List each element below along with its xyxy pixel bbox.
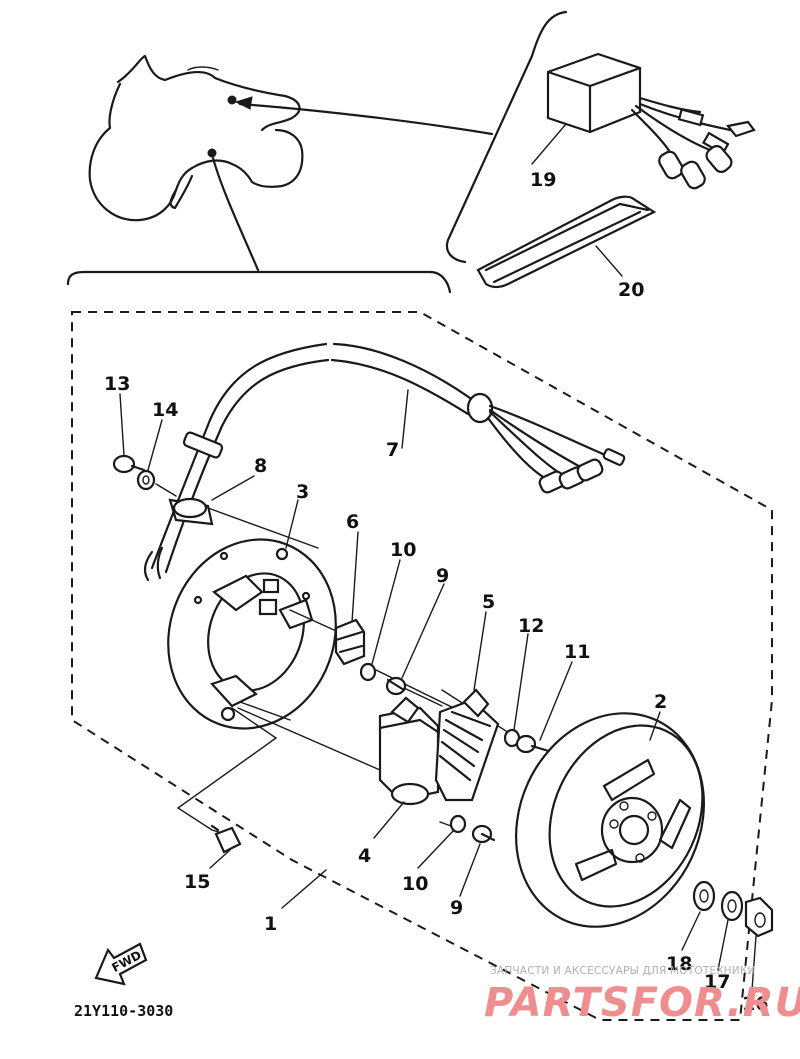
screw-9-lower — [471, 824, 496, 844]
screw-13 — [112, 454, 146, 474]
callout-4: 4 — [358, 845, 371, 867]
callout-5: 5 — [482, 591, 495, 613]
inset-border — [445, 10, 568, 264]
cdi-unit — [546, 52, 756, 190]
callout-8: 8 — [254, 455, 267, 477]
watermark-tagline: ЗАПЧАСТИ И АКСЕССУАРЫ ДЛЯ МОТОТЕХНИКИ — [490, 965, 756, 977]
flywheel-rotor — [515, 712, 705, 928]
locator-leader-lower — [211, 156, 260, 272]
forward-direction-arrow: FWD — [94, 942, 148, 986]
motorcycle-outline — [88, 54, 304, 222]
pickup-coil — [334, 618, 366, 666]
source-coil — [378, 696, 440, 806]
stator-plate — [167, 538, 337, 730]
washer-10-lower — [449, 814, 467, 834]
watermark-brand: PARTSFOR.RU — [484, 980, 800, 1026]
callout-13: 13 — [104, 373, 130, 395]
callout-14: 14 — [152, 399, 178, 421]
washer-14 — [136, 469, 156, 491]
clamp — [168, 497, 214, 526]
callout-12: 12 — [518, 615, 544, 637]
callout-9-lower: 9 — [450, 897, 463, 919]
callout-20: 20 — [618, 279, 644, 301]
callout-9-upper: 9 — [436, 565, 449, 587]
diagram-code: 21Y110-3030 — [74, 1002, 173, 1020]
screw-15 — [210, 824, 242, 854]
callout-3: 3 — [296, 481, 309, 503]
washer-10-upper — [359, 662, 377, 682]
screw-11 — [515, 734, 554, 754]
callout-6: 6 — [346, 511, 359, 533]
charging-coil — [434, 688, 500, 802]
washer-18 — [692, 880, 716, 912]
lock-washer-17 — [720, 890, 744, 922]
screw-9-upper — [385, 676, 407, 696]
callout-10-upper: 10 — [390, 539, 416, 561]
callout-7: 7 — [386, 439, 399, 461]
assembly-boundary — [71, 311, 773, 1021]
callout-11: 11 — [564, 641, 590, 663]
main-bracket — [66, 270, 452, 294]
callout-numbers: 1 2 3 4 5 6 7 8 9 9 10 10 11 12 13 14 15… — [104, 169, 768, 1015]
callout-2: 2 — [654, 691, 667, 713]
callout-1: 1 — [264, 913, 277, 935]
callout-16: 16 — [742, 993, 768, 1015]
callout-10-lower: 10 — [402, 873, 428, 895]
callout-17: 17 — [704, 971, 730, 993]
wire-harness — [143, 342, 626, 582]
callout-19: 19 — [530, 169, 556, 191]
callout-15: 15 — [184, 871, 210, 893]
mounting-strap — [476, 195, 657, 289]
locator-leader-upper — [238, 102, 494, 136]
nut-16 — [744, 896, 774, 938]
callout-18: 18 — [666, 953, 692, 975]
watermark: ЗАПЧАСТИ И АКСЕССУАРЫ ДЛЯ МОТОТЕХНИКИ PA… — [484, 965, 800, 1026]
